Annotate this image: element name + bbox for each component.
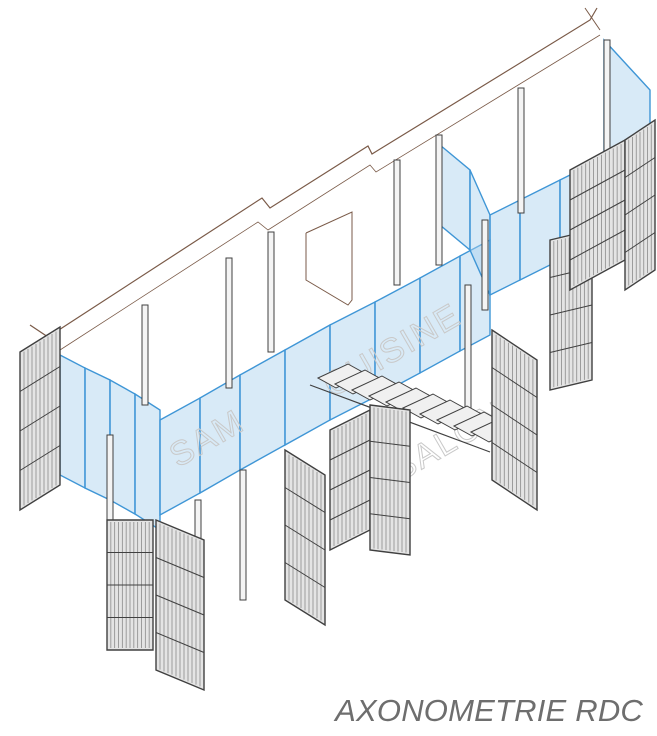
door-opening xyxy=(305,211,353,306)
shutter-rail xyxy=(369,440,411,447)
shutter-rail xyxy=(549,342,593,353)
shutter-rail xyxy=(329,499,371,521)
shutter-rail xyxy=(491,404,538,436)
shutter-rail xyxy=(569,169,626,201)
shutter-rail xyxy=(624,157,656,178)
shutter-rail xyxy=(284,524,326,551)
shutter-rail xyxy=(19,405,61,432)
shutter-rail xyxy=(624,194,656,216)
shutter-rail xyxy=(329,469,371,491)
back-wall-edge xyxy=(29,7,598,338)
column-3 xyxy=(393,159,401,286)
shutter-front-mid-a xyxy=(284,448,326,627)
shutter-rail xyxy=(369,477,411,483)
shutter-rail xyxy=(19,445,61,471)
column-0 xyxy=(141,304,149,406)
glass-panel-front-3 xyxy=(284,323,331,447)
shutter-left-front-b xyxy=(155,518,205,692)
shutter-rail xyxy=(329,439,371,461)
shutter-rail xyxy=(155,557,205,578)
shutter-rail xyxy=(491,442,538,473)
column-2 xyxy=(267,231,275,353)
shutter-rail xyxy=(369,513,411,520)
shutter-left-front-a xyxy=(106,519,154,651)
glass-panel-left-2 xyxy=(109,378,136,516)
wall-corner xyxy=(584,7,601,31)
shutter-right-a xyxy=(491,328,538,512)
shutter-right-c xyxy=(569,138,626,292)
drawing-caption: AXONOMETRIE RDC xyxy=(335,693,643,728)
wall-outline xyxy=(29,7,601,351)
shutter-rail xyxy=(19,366,61,392)
glass-panel-front-2 xyxy=(239,348,286,472)
shutter-rail xyxy=(155,632,205,653)
shutter-rail xyxy=(569,199,626,231)
glass-panel-right-2 xyxy=(489,198,521,297)
shutter-rail xyxy=(284,487,326,513)
shutter-rail xyxy=(155,594,205,616)
glass-panel-left-3 xyxy=(134,392,161,532)
glass-panel-left-0 xyxy=(59,353,86,490)
column-8 xyxy=(239,469,247,601)
back-wall-inner-edge xyxy=(39,34,601,351)
shutter-front-mid-b xyxy=(329,408,371,552)
folding-shutters xyxy=(19,118,656,692)
shutter-rail xyxy=(284,562,326,588)
shutter-left-corner xyxy=(19,325,61,512)
glass-panel-left-1 xyxy=(84,366,111,502)
shutter-rail xyxy=(491,367,538,398)
column-4 xyxy=(435,134,443,266)
shutter-rail xyxy=(624,232,656,253)
column-1 xyxy=(225,257,233,389)
shutter-front-mid-c xyxy=(369,404,411,556)
column-5 xyxy=(517,87,525,214)
column-7 xyxy=(481,219,489,311)
shutter-rail xyxy=(549,304,593,316)
glass-panel-right-0 xyxy=(439,143,471,252)
column-11 xyxy=(464,284,472,416)
shutter-rail xyxy=(569,229,626,261)
shutter-right-d xyxy=(624,118,656,292)
